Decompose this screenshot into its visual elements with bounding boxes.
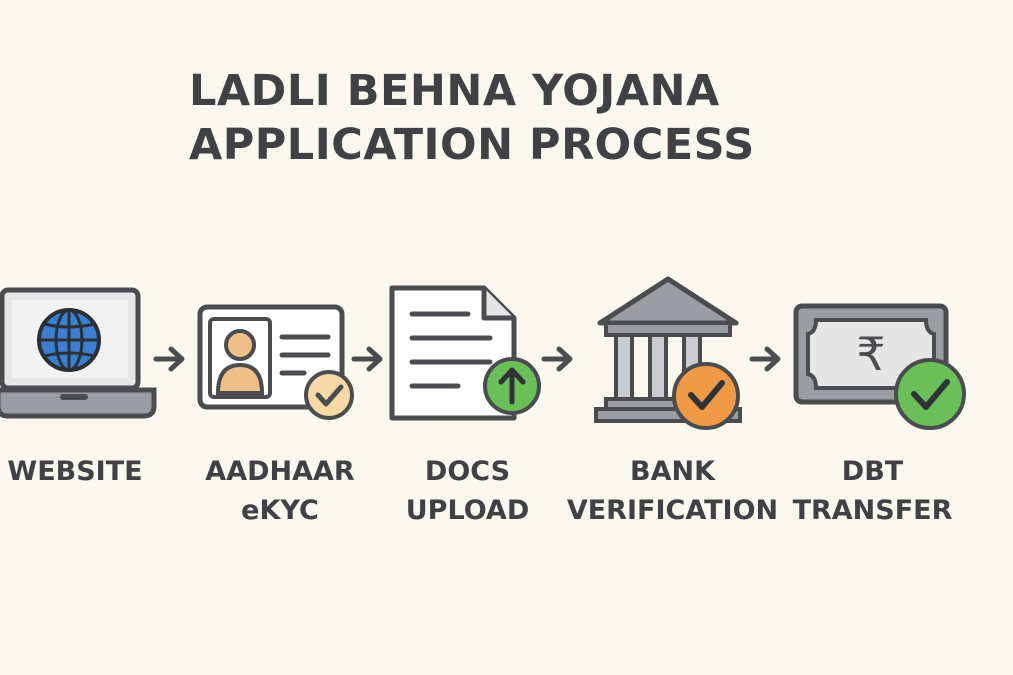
step-label-bank-verification: BANK VERIFICATION xyxy=(566,456,779,526)
document-upload-icon xyxy=(389,285,541,421)
bank-check-icon xyxy=(594,276,742,430)
title-line-2: APPLICATION PROCESS xyxy=(189,120,755,170)
check-badge-icon xyxy=(894,358,966,430)
arrow-right-icon xyxy=(541,346,573,372)
step-label-dbt-transfer: DBT TRANSFER xyxy=(792,456,953,526)
arrow-right-icon xyxy=(153,346,185,372)
arrow-right-icon xyxy=(351,346,383,372)
diagram-title: LADLI BEHNA YOJANA APPLICATION PROCESS xyxy=(189,64,809,172)
rupee-symbol-icon: ₹ xyxy=(856,327,885,381)
upload-arrow-icon xyxy=(483,357,541,415)
laptop-globe-icon xyxy=(0,287,157,419)
title-line-1: LADLI BEHNA YOJANA xyxy=(189,66,720,116)
rupee-note-check-icon: ₹ xyxy=(793,303,966,430)
person-avatar-icon xyxy=(215,329,265,395)
globe-icon xyxy=(37,308,101,372)
id-card-check-icon xyxy=(197,304,354,420)
check-badge-icon xyxy=(304,370,354,420)
step-label-website: WEBSITE xyxy=(7,456,143,487)
step-label-aadhaar-ekyc: AADHAAR eKYC xyxy=(205,456,355,526)
step-label-docs-upload: DOCS UPLOAD xyxy=(405,456,530,526)
arrow-right-icon xyxy=(749,346,781,372)
check-badge-icon xyxy=(672,362,740,430)
